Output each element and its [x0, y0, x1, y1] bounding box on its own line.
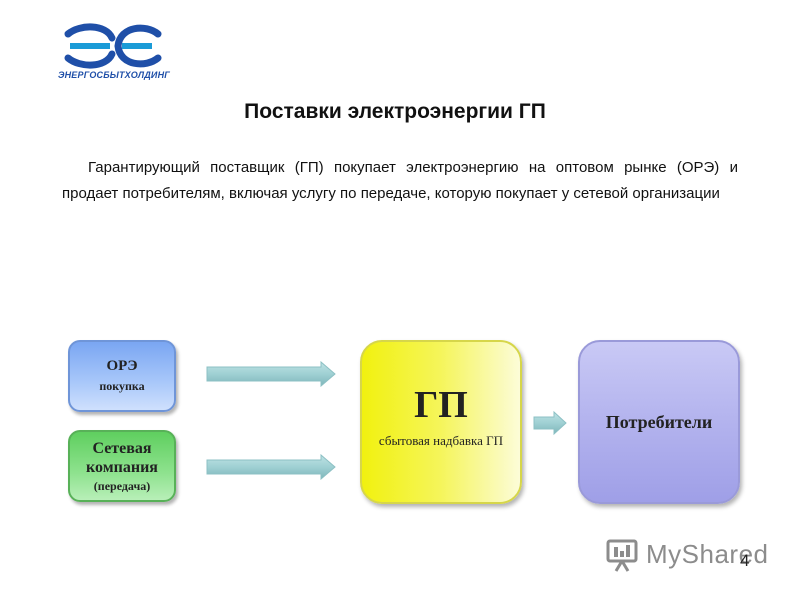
- myshared-logo-icon: [606, 539, 638, 572]
- network-subtitle: (передача): [93, 478, 151, 493]
- arrow-ore-to-gp-icon: [206, 361, 336, 387]
- gp-title: ГП: [414, 384, 468, 426]
- consumers-box: Потребители: [578, 340, 740, 504]
- watermark-text: MyShared: [646, 539, 769, 569]
- page-number: 4: [740, 551, 750, 570]
- network-title: Сетевая компания: [86, 439, 158, 476]
- gp-box: ГП сбытовая надбавка ГП: [360, 340, 522, 504]
- ore-subtitle: покупка: [99, 379, 145, 393]
- ore-title: ОРЭ: [106, 358, 138, 374]
- consumers-title: Потребители: [605, 411, 713, 432]
- network-company-box: Сетевая компания (передача): [68, 430, 176, 502]
- description-text: Гарантирующий поставщик (ГП) покупает эл…: [62, 159, 738, 202]
- company-logo-icon: [64, 23, 162, 69]
- arrow-gp-to-consumers-icon: [533, 410, 567, 436]
- arrow-network-to-gp-icon: [206, 454, 336, 480]
- logo-text: ЭНЕРГОСБЫТХОЛДИНГ: [57, 70, 171, 80]
- gp-subtitle: сбытовая надбавка ГП: [378, 433, 504, 448]
- ore-box: ОРЭ покупка: [68, 340, 176, 412]
- slide-title: Поставки электроэнергии ГП: [244, 100, 546, 123]
